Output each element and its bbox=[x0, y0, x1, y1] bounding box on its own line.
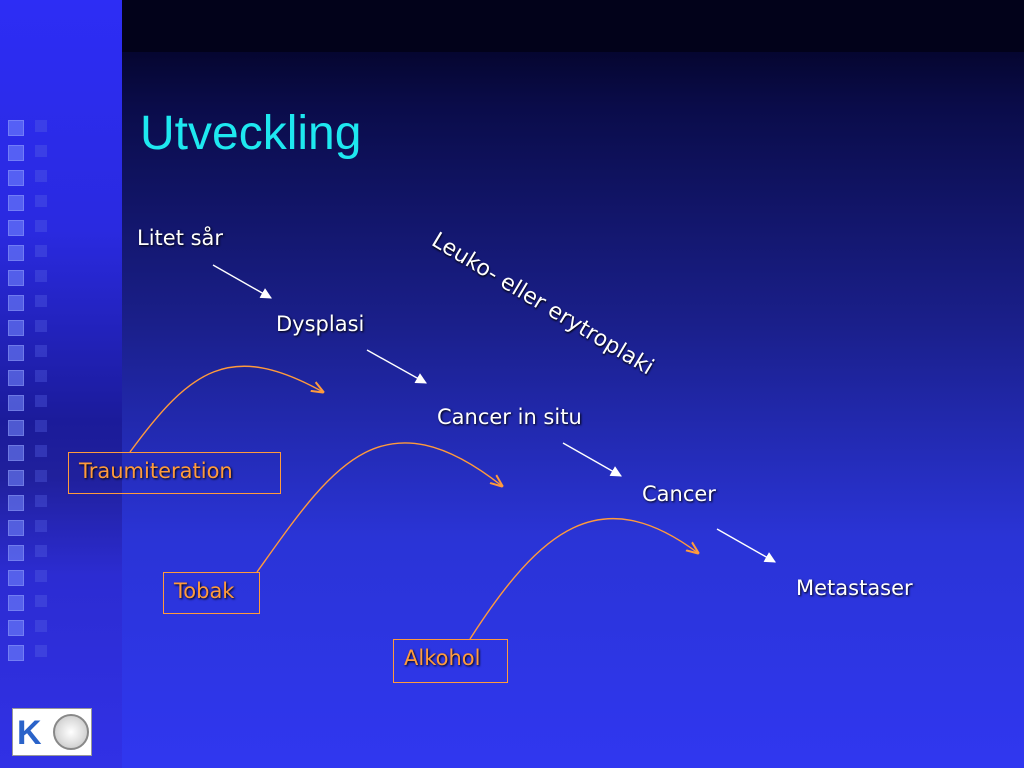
decor-square-faint bbox=[35, 370, 47, 382]
decor-squares-faint bbox=[35, 120, 49, 670]
decor-square bbox=[8, 395, 24, 411]
decor-square-faint bbox=[35, 270, 47, 282]
curve-tobak bbox=[256, 442, 502, 573]
stage-dysplasi: Dysplasi bbox=[276, 312, 365, 336]
stage-cancer-in-situ: Cancer in situ bbox=[437, 405, 582, 429]
logo-k-mark: K bbox=[17, 714, 42, 752]
decor-square bbox=[8, 545, 24, 561]
decor-square-faint bbox=[35, 395, 47, 407]
decor-square-faint bbox=[35, 295, 47, 307]
decor-square bbox=[8, 445, 24, 461]
decor-square-faint bbox=[35, 145, 47, 157]
factor-traumiteration: Traumiteration bbox=[68, 452, 281, 494]
decor-square-faint bbox=[35, 420, 47, 432]
arrow-insitu-to-cancer bbox=[562, 442, 622, 477]
decor-square-faint bbox=[35, 245, 47, 257]
left-decor-strip bbox=[0, 0, 122, 768]
decor-square bbox=[8, 320, 24, 336]
decor-square bbox=[8, 245, 24, 261]
decor-square-faint bbox=[35, 220, 47, 232]
slide-title: Utveckling bbox=[140, 107, 362, 160]
decor-square bbox=[8, 170, 24, 186]
decor-square-faint bbox=[35, 595, 47, 607]
decor-square bbox=[8, 120, 24, 136]
decor-square bbox=[8, 570, 24, 586]
stage-cancer: Cancer bbox=[642, 482, 716, 506]
decor-square bbox=[8, 295, 24, 311]
decor-square-faint bbox=[35, 495, 47, 507]
decor-square bbox=[8, 495, 24, 511]
arrow-dysplasi-to-insitu bbox=[366, 349, 427, 384]
stage-litet-sar: Litet sår bbox=[137, 226, 224, 250]
arrow-sar-to-dysplasi bbox=[212, 264, 272, 299]
decor-square bbox=[8, 195, 24, 211]
factor-alkohol: Alkohol bbox=[393, 639, 508, 683]
decor-square bbox=[8, 645, 24, 661]
university-seal-icon bbox=[53, 714, 89, 750]
decor-square bbox=[8, 270, 24, 286]
karolinska-logo: K bbox=[12, 708, 92, 756]
decor-square-faint bbox=[35, 545, 47, 557]
decor-square-faint bbox=[35, 645, 47, 657]
decor-square-faint bbox=[35, 470, 47, 482]
factor-tobak: Tobak bbox=[163, 572, 260, 614]
decor-square-faint bbox=[35, 195, 47, 207]
decor-squares bbox=[8, 120, 26, 670]
curve-alkohol bbox=[469, 517, 698, 640]
decor-square-faint bbox=[35, 520, 47, 532]
arrow-cancer-to-metastaser bbox=[716, 528, 776, 563]
decor-square bbox=[8, 420, 24, 436]
decor-square-faint bbox=[35, 445, 47, 457]
decor-square bbox=[8, 620, 24, 636]
top-dark-band bbox=[122, 0, 1024, 52]
decor-square-faint bbox=[35, 620, 47, 632]
decor-square bbox=[8, 220, 24, 236]
decor-square-faint bbox=[35, 345, 47, 357]
decor-square bbox=[8, 345, 24, 361]
decor-square-faint bbox=[35, 570, 47, 582]
decor-square bbox=[8, 370, 24, 386]
decor-square bbox=[8, 470, 24, 486]
decor-square-faint bbox=[35, 320, 47, 332]
decor-square bbox=[8, 145, 24, 161]
decor-square bbox=[8, 520, 24, 536]
stage-metastaser: Metastaser bbox=[796, 576, 913, 600]
decor-square bbox=[8, 595, 24, 611]
curve-traumiteration bbox=[129, 365, 323, 453]
decor-square-faint bbox=[35, 120, 47, 132]
decor-square-faint bbox=[35, 170, 47, 182]
